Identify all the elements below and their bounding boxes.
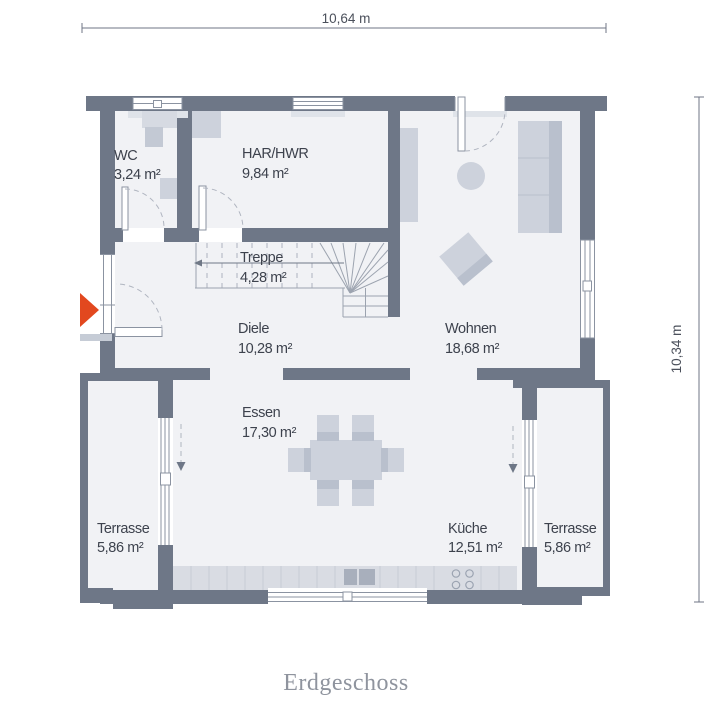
stair-winders	[319, 242, 389, 294]
slide-arrows	[176, 424, 518, 473]
room-name-wohnen: Wohnen	[445, 321, 497, 337]
staircase	[194, 242, 389, 318]
room-area-har: 9,84 m²	[242, 166, 289, 182]
door-wohnen-top	[453, 96, 507, 152]
sliding-door-bottom	[268, 588, 427, 605]
entrance-arrow-icon	[80, 293, 99, 327]
room-labels: WC 3,24 m² HAR/HWR 9,84 m² Treppe 4,28 m…	[97, 146, 597, 556]
arrow-essen	[176, 424, 186, 471]
tv-cabinet	[400, 128, 418, 222]
stair-lower-flight	[195, 243, 388, 318]
room-name-terrasse-links: Terrasse	[97, 521, 150, 537]
room-name-kueche: Küche	[448, 521, 487, 537]
room-name-diele: Diele	[238, 321, 269, 337]
room-area-kueche: 12,51 m²	[448, 540, 503, 556]
room-name-wc: WC	[114, 148, 137, 164]
openings	[80, 96, 595, 605]
arrow-kueche	[508, 426, 518, 473]
room-name-har: HAR/HWR	[242, 146, 308, 162]
kitchen-counter	[173, 566, 517, 590]
window-har	[291, 97, 345, 117]
washing-machine	[192, 111, 221, 138]
dining-set	[288, 415, 404, 506]
room-name-treppe: Treppe	[240, 250, 283, 266]
door-wc	[121, 186, 165, 242]
window-wohnen-right	[580, 239, 595, 339]
floor-title: Erdgeschoss	[283, 670, 408, 696]
room-area-diele: 10,28 m²	[238, 341, 293, 357]
entry-threshold	[80, 334, 112, 341]
dimension-top: 10,64 m	[81, 11, 607, 33]
door-har	[198, 185, 244, 242]
dimension-width-label: 10,64 m	[322, 11, 371, 26]
entry-door	[80, 254, 163, 341]
room-area-terrasse-links: 5,86 m²	[97, 540, 144, 556]
sliding-door-kueche	[522, 420, 537, 547]
lounge-chair	[439, 232, 493, 286]
kitchen-sink	[344, 569, 357, 585]
room-area-terrasse-rechts: 5,86 m²	[544, 540, 591, 556]
stair-treads	[206, 243, 313, 288]
wc-fixtures	[142, 111, 177, 199]
room-area-wohnen: 18,68 m²	[445, 341, 500, 357]
room-name-terrasse-rechts: Terrasse	[544, 521, 597, 537]
sofa	[518, 121, 562, 233]
sliding-door-essen	[158, 418, 173, 545]
dimension-height-label: 10,34 m	[669, 325, 684, 374]
side-table	[457, 162, 485, 190]
dining-table	[310, 440, 382, 480]
stair-direction-arrow	[194, 259, 344, 267]
dimension-right: 10,34 m	[669, 96, 704, 603]
furniture	[142, 111, 562, 506]
room-area-essen: 17,30 m²	[242, 425, 297, 441]
dining-chairs	[288, 415, 404, 506]
stove-burners	[451, 569, 474, 590]
room-area-wc: 3,24 m²	[114, 167, 161, 183]
room-area-treppe: 4,28 m²	[240, 270, 287, 286]
room-name-essen: Essen	[242, 405, 281, 421]
